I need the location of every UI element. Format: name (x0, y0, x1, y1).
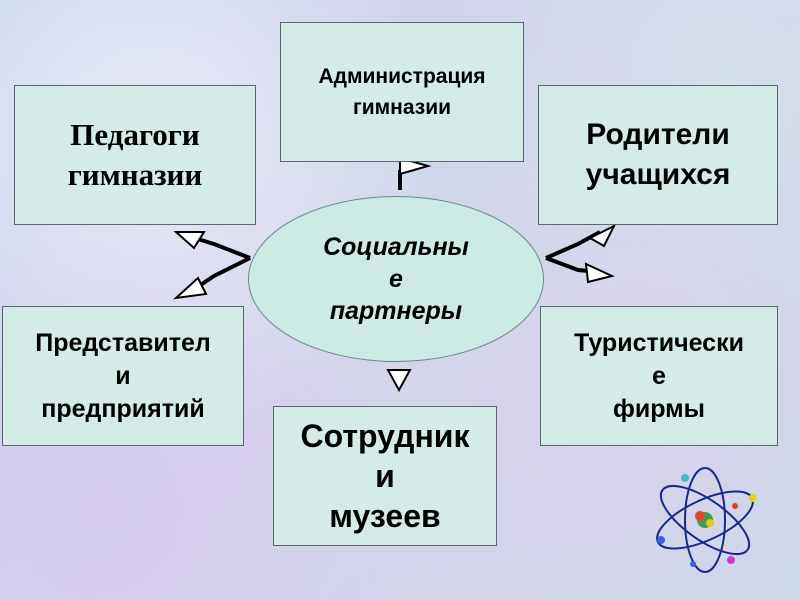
node-tourism-label: Туристически е фирмы (574, 328, 744, 423)
arrow-to-parents (545, 223, 617, 260)
node-parents-label: Родители учащихся (585, 118, 731, 191)
node-museums-label: Сотрудник и музеев (300, 418, 470, 534)
arrow-to-tourism (545, 256, 615, 284)
arrow-to-administration (398, 156, 432, 190)
node-museums: Сотрудник и музеев (273, 406, 497, 546)
node-administration-label: Администрация гимназии (318, 65, 486, 119)
arrow-to-museums (386, 369, 412, 393)
center-node: Социальны е партнеры (248, 196, 544, 362)
center-node-label: Социальны е партнеры (323, 233, 469, 325)
arrow-to-teachers (173, 231, 251, 260)
node-teachers: Педагоги гимназии (14, 85, 256, 225)
node-representatives: Представител и предприятий (2, 306, 244, 446)
node-teachers-label: Педагоги гимназии (67, 117, 203, 192)
node-representatives-label: Представител и предприятий (35, 328, 211, 423)
node-parents: Родители учащихся (538, 85, 778, 225)
node-tourism: Туристически е фирмы (540, 306, 778, 446)
arrow-to-representatives (172, 256, 251, 300)
node-administration: Администрация гимназии (280, 22, 524, 162)
